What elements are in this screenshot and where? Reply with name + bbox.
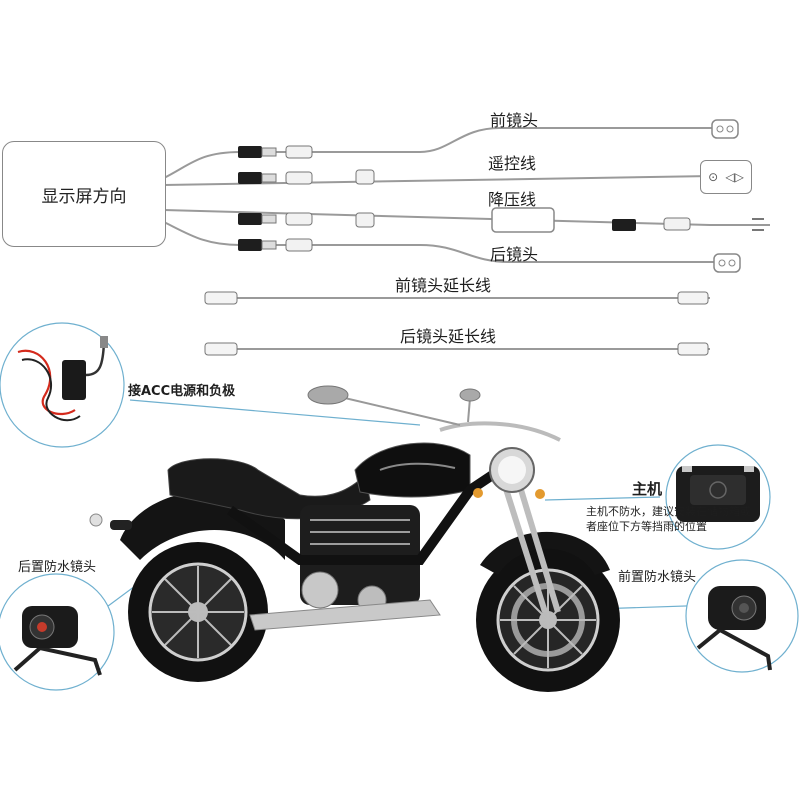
label-main-unit-note: 主机不防水，建议安装在储物箱或者座位下方等挡雨的位置: [586, 505, 751, 533]
label-rear-lens: 后镜头: [490, 245, 539, 264]
motorcycle: [89, 385, 620, 692]
label-acc-power: 接ACC电源和负极: [128, 384, 236, 399]
connector-stepdown-1: [238, 212, 375, 228]
rear-extension-plugs: [204, 342, 709, 356]
label-front-waterproof-lens: 前置防水镜头: [618, 570, 697, 585]
connector-front-1: [238, 145, 313, 159]
label-step-down-wire: 降压线: [488, 190, 537, 209]
front-wheel: [476, 548, 620, 692]
front-waterproof-lens-device: [685, 559, 799, 673]
front-fork: [497, 469, 561, 613]
rear-wheel: [128, 542, 268, 682]
fuel-tank: [354, 442, 471, 498]
display-direction-box: 显示屏方向: [2, 141, 166, 247]
label-front-extension: 前镜头延长线: [395, 276, 492, 295]
main-unit-device: [665, 444, 771, 550]
label-main-unit: 主机: [632, 480, 663, 498]
rear-lens-plug: [713, 253, 741, 273]
rear-waterproof-lens-device: [0, 573, 115, 691]
label-remote-wire: 遥控线: [488, 154, 537, 173]
mirror: [307, 385, 349, 405]
front-extension-plugs: [204, 291, 709, 305]
connector-remote-1: [238, 169, 375, 185]
connector-rear-1: [238, 238, 313, 252]
toggle-icon: ◁▷: [725, 170, 744, 184]
exhaust: [249, 599, 441, 631]
handlebar: [439, 421, 561, 442]
step-down-module: [491, 207, 764, 233]
display-direction-label: 显示屏方向: [41, 186, 127, 207]
front-fender: [480, 531, 610, 575]
label-front-lens: 前镜头: [490, 111, 539, 130]
seat: [167, 458, 371, 520]
frame: [227, 465, 503, 565]
camera-icon: ⊙: [708, 170, 719, 184]
acc-power-cable: [0, 322, 125, 448]
label-rear-waterproof-lens: 后置防水镜头: [18, 560, 97, 575]
engine: [300, 505, 420, 615]
front-lens-plug: [711, 119, 739, 139]
harness-connectors: [204, 119, 764, 356]
label-rear-extension: 后镜头延长线: [400, 327, 497, 346]
wiring-harness: [163, 127, 770, 350]
remote-control-unit: ⊙ ◁▷: [700, 160, 752, 194]
